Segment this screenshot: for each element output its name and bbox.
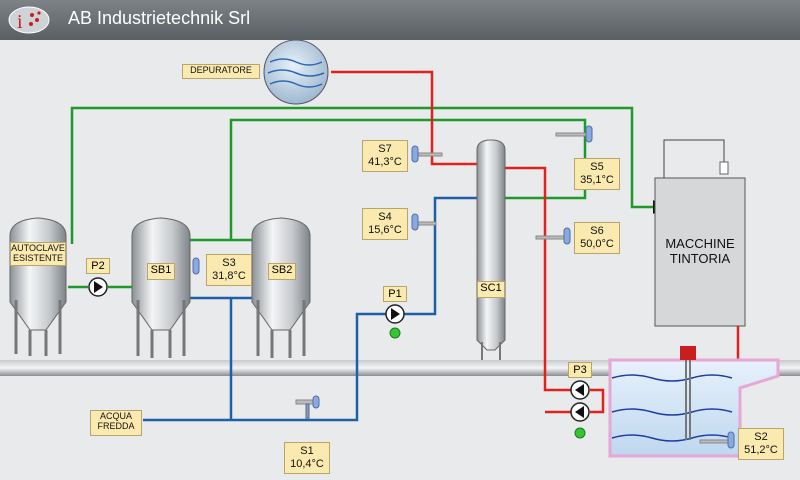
blue-pipe-p1 (403, 196, 477, 316)
tank-wave-3 (611, 434, 733, 442)
sensor-s5-value: 35,1°C (580, 174, 614, 186)
label-macchine-tintoria: MACCHINE TINTORIA (665, 236, 735, 266)
pump-p2[interactable] (88, 277, 108, 297)
sensor-s1-readout: S1 10,4°C (284, 442, 330, 474)
label-sb1: SB1 (147, 263, 175, 280)
tank-wave-2 (611, 408, 733, 416)
sensor-s1-name: S1 (300, 445, 314, 457)
sensor-s1-value: 10,4°C (290, 458, 324, 470)
sensor-s7-readout: S7 41,3°C (362, 140, 408, 172)
red-pipe-dep (331, 70, 477, 166)
probe-s4-icon (411, 213, 437, 231)
blue-pipe-acqua (143, 312, 386, 422)
sensor-s4-value: 15,6°C (368, 224, 402, 236)
svg-text:i: i (17, 11, 23, 33)
sensor-s3-readout: S3 31,8°C (206, 254, 252, 286)
pump-p3-lower[interactable] (570, 402, 590, 422)
probe-s1-icon (295, 395, 320, 419)
probe-s5-icon (555, 125, 593, 143)
depuratore-wave-1 (269, 58, 323, 66)
sensor-s6-readout: S6 50,0°C (574, 222, 620, 254)
tank-wave-1 (611, 374, 733, 382)
depuratore-wave-3 (269, 80, 323, 88)
label-sb2: SB2 (268, 263, 296, 280)
sensor-s7-value: 41,3°C (368, 156, 402, 168)
autoclave-tank (9, 217, 67, 356)
company-logo: i (8, 6, 50, 34)
sensor-s6-value: 50,0°C (580, 238, 614, 250)
sensor-s7-name: S7 (378, 143, 392, 155)
probe-s2-icon (699, 431, 735, 449)
pump-p3-upper[interactable] (570, 380, 590, 400)
depuratore-wave-2 (267, 69, 325, 77)
sensor-s5-name: S5 (590, 161, 604, 173)
floor-rail (0, 360, 800, 376)
sensor-s6-name: S6 (590, 225, 604, 237)
probe-s3-icon (192, 257, 200, 275)
red-pipe-tank (590, 388, 605, 414)
tank-heater-head (680, 346, 696, 360)
sensor-s4-readout: S4 15,6°C (362, 208, 408, 240)
label-p1: P1 (383, 286, 407, 302)
macchine-tintoria-box (654, 177, 746, 327)
sensor-s2-name: S2 (754, 431, 768, 443)
label-p3: P3 (568, 362, 592, 378)
red-pipe-sc1 (505, 166, 572, 392)
status-led-p3 (574, 427, 586, 439)
probe-s7-icon (411, 145, 443, 163)
label-sc1: SC1 (477, 281, 505, 298)
depuratore-tank (263, 40, 329, 105)
pump-p1[interactable] (385, 304, 405, 324)
probe-s6-icon (535, 227, 571, 245)
label-depuratore: DEPURATORE (182, 64, 260, 79)
label-p2: P2 (86, 258, 110, 274)
green-pipe-main (70, 106, 655, 244)
sensor-s2-readout: S2 51,2°C (738, 428, 784, 460)
sb2-tank (251, 217, 311, 358)
label-acqua-fredda: ACQUA FREDDA (90, 410, 142, 436)
valve-actuator-right (719, 161, 729, 175)
status-led-p1 (389, 327, 401, 339)
green-pipe-sb (229, 118, 587, 240)
sensor-s3-name: S3 (222, 257, 236, 269)
tank-heater-rod (685, 360, 691, 440)
sensor-s3-value: 31,8°C (212, 270, 246, 282)
sc1-column (476, 139, 506, 360)
sensor-s4-name: S4 (378, 211, 392, 223)
recovery-tank (608, 358, 780, 458)
label-autoclave: AUTOCLAVE ESISTENTE (10, 242, 66, 266)
valve-wire (663, 139, 725, 190)
app-title: AB Industrietechnik Srl (68, 8, 251, 28)
sensor-s5-readout: S5 35,1°C (574, 158, 620, 190)
sb1-tank (131, 217, 191, 358)
title-bar: i AB Industrietechnik Srl (0, 0, 800, 40)
sensor-s2-value: 51,2°C (744, 444, 778, 456)
